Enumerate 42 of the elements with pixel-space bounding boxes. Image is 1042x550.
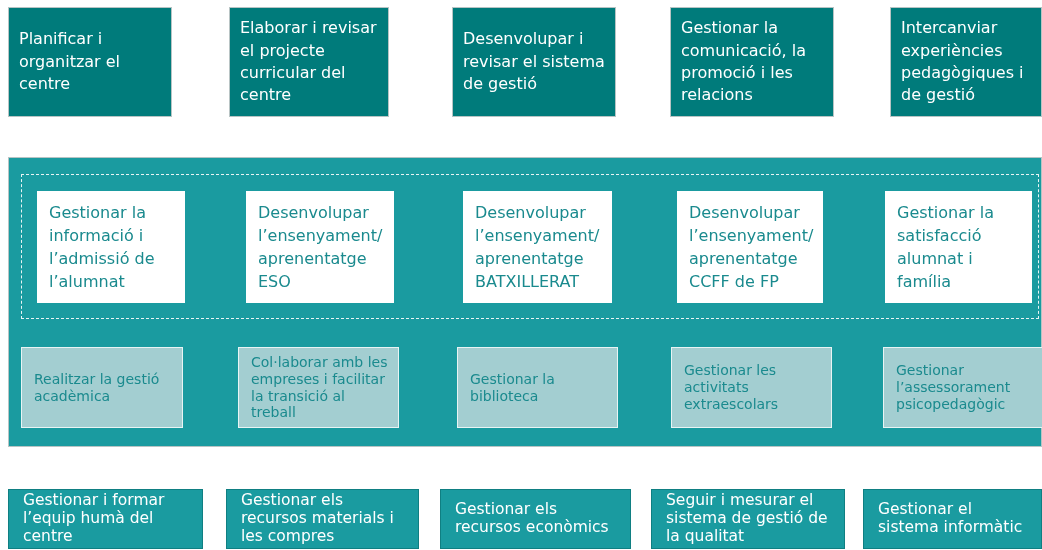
process-box: [457, 347, 618, 428]
box-label: Desenvolupar l’ensenyament/ aprenentatge CCFF de FP: [689, 201, 815, 294]
box-label: Desenvolupar l’ensenyament/ aprenentatge ESO: [258, 201, 384, 294]
box-label: Gestionar el sistema informàtic: [878, 501, 1024, 537]
box-label: Realitzar la gestió acadèmica: [34, 370, 161, 405]
process-box: [440, 489, 631, 549]
process-box: [863, 489, 1042, 549]
box-label: Planificar i organitzar el centre: [19, 28, 122, 96]
process-box: [651, 489, 845, 549]
process-box: [238, 347, 399, 428]
process-box: [885, 191, 1032, 303]
box-label: Gestionar l’assessorament psicopedagògic: [896, 362, 1012, 413]
process-box: [229, 7, 389, 117]
dashed-group-box: [21, 174, 1039, 319]
box-label: Gestionar la satisfacció alumnat i família: [897, 201, 995, 294]
process-box: [670, 7, 834, 117]
box-label: Col·laborar amb les empreses i facilitar la transició al treball: [251, 353, 389, 422]
box-label: Gestionar la biblioteca: [470, 370, 556, 405]
process-box: [463, 191, 612, 303]
process-box: [890, 7, 1042, 117]
panel-box: [8, 157, 1042, 447]
process-box: [8, 7, 172, 117]
box-label: Desenvolupar i revisar el sistema de gestió: [463, 28, 606, 96]
box-label: Gestionar i formar l’equip humà del centre: [23, 492, 166, 546]
process-box: [8, 489, 203, 549]
box-label: Gestionar els recursos materials i les compres: [241, 492, 395, 546]
process-box: [37, 191, 185, 303]
process-box: [226, 489, 419, 549]
process-box: [246, 191, 394, 303]
box-label: Gestionar els recursos econòmics: [455, 501, 610, 537]
box-label: Gestionar la comunicació, la promoció i les relacions: [681, 17, 807, 107]
box-label: Gestionar la informació i l’admissió de l’alumnat: [49, 201, 156, 294]
box-label: Desenvolupar l’ensenyament/ aprenentatge BATXILLERAT: [475, 201, 601, 294]
box-label: Seguir i mesurar el sistema de gestió de la qualitat: [666, 492, 829, 546]
process-box: [677, 191, 823, 303]
process-box: [452, 7, 616, 117]
box-label: Intercanviar experiències pedagògiques i de gestió: [901, 17, 1025, 107]
process-box: [21, 347, 183, 428]
box-label: Gestionar les activitats extraescolars: [684, 362, 780, 413]
process-box: [671, 347, 832, 428]
box-label: Elaborar i revisar el projecte curricular del centre: [240, 17, 378, 107]
process-box: [883, 347, 1042, 428]
